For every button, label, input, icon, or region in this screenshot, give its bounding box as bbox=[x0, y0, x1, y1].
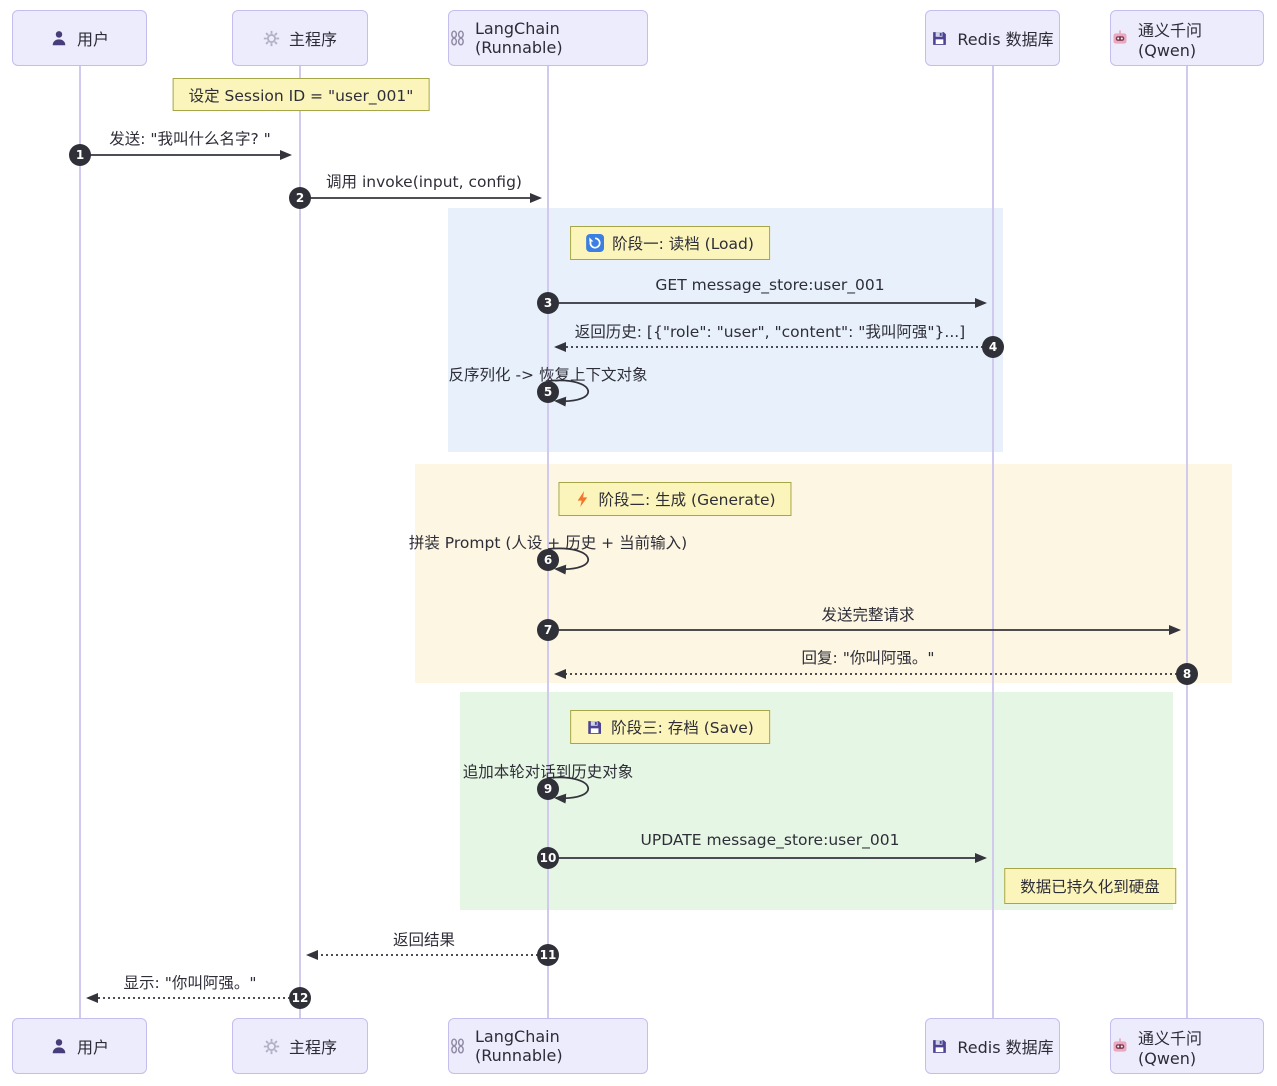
gear-icon bbox=[263, 30, 280, 47]
participant-label: 通义千问 (Qwen) bbox=[1138, 20, 1203, 60]
participant-label: 主程序 bbox=[288, 1038, 337, 1057]
participant-label: LangChain (Runnable) bbox=[475, 19, 563, 57]
lifeline-main bbox=[299, 66, 301, 1018]
gear-icon bbox=[263, 1038, 280, 1055]
participant-label: 通义千问 (Qwen) bbox=[1138, 1028, 1203, 1068]
save-icon bbox=[586, 719, 603, 736]
session-note: 设定 Session ID = "user_001" bbox=[172, 78, 430, 111]
sequence-badge-4: 4 bbox=[982, 336, 1004, 358]
persisted-note-label: 数据已持久化到硬盘 bbox=[1020, 878, 1160, 896]
sequence-badge-11: 11 bbox=[537, 944, 559, 966]
refresh-icon bbox=[586, 234, 605, 252]
phase2-background bbox=[415, 464, 1232, 683]
persisted-note: 数据已持久化到硬盘 bbox=[1004, 868, 1176, 904]
message-label-11: 返回结果 bbox=[392, 931, 456, 949]
message-label-5: 反序列化 -> 恢复上下文对象 bbox=[448, 366, 648, 384]
phase1-note-label: 阶段一: 读档 (Load) bbox=[612, 235, 754, 253]
chain-icon bbox=[449, 29, 466, 47]
participant-label: LangChain (Runnable) bbox=[475, 1027, 563, 1065]
phase3-note: 阶段三: 存档 (Save) bbox=[570, 710, 770, 744]
lightning-icon bbox=[574, 490, 590, 508]
message-label-10: UPDATE message_store:user_001 bbox=[640, 831, 900, 849]
participant-user-top: 用户 bbox=[12, 10, 147, 66]
sequence-badge-12: 12 bbox=[289, 987, 311, 1009]
floppy-icon bbox=[931, 30, 948, 47]
robot-icon bbox=[1111, 1037, 1129, 1055]
sequence-badge-3: 3 bbox=[537, 292, 559, 314]
session-note-label: 设定 Session ID = "user_001" bbox=[188, 86, 414, 105]
sequence-badge-5: 5 bbox=[537, 381, 559, 403]
participant-user-bottom: 用户 bbox=[12, 1018, 147, 1074]
phase1-note: 阶段一: 读档 (Load) bbox=[570, 226, 770, 260]
message-label-3: GET message_store:user_001 bbox=[655, 276, 885, 294]
phase2-note: 阶段二: 生成 (Generate) bbox=[558, 482, 792, 516]
message-label-1: 发送: "我叫什么名字? " bbox=[109, 130, 271, 148]
participant-qwen-bottom: 通义千问 (Qwen) bbox=[1110, 1018, 1264, 1074]
participant-redis-bottom: Redis 数据库 bbox=[925, 1018, 1060, 1074]
message-label-8: 回复: "你叫阿强。" bbox=[801, 649, 935, 667]
lifeline-user bbox=[79, 66, 81, 1018]
participant-langchain-bottom: LangChain (Runnable) bbox=[448, 1018, 648, 1074]
participant-label: 主程序 bbox=[288, 30, 337, 49]
message-label-9: 追加本轮对话到历史对象 bbox=[462, 763, 634, 781]
participant-main-bottom: 主程序 bbox=[232, 1018, 368, 1074]
sequence-badge-10: 10 bbox=[537, 847, 559, 869]
lifeline-qwen bbox=[1186, 66, 1188, 1018]
message-label-2: 调用 invoke(input, config) bbox=[326, 173, 522, 191]
lifeline-langchain bbox=[547, 66, 549, 1018]
participant-redis-top: Redis 数据库 bbox=[925, 10, 1060, 66]
chain-icon bbox=[449, 1037, 466, 1055]
participant-langchain-top: LangChain (Runnable) bbox=[448, 10, 648, 66]
message-label-12: 显示: "你叫阿强。" bbox=[123, 974, 257, 992]
participant-qwen-top: 通义千问 (Qwen) bbox=[1110, 10, 1264, 66]
sequence-badge-2: 2 bbox=[289, 187, 311, 209]
lifeline-redis bbox=[992, 66, 994, 1018]
participant-label: 用户 bbox=[76, 1038, 109, 1057]
participant-label: Redis 数据库 bbox=[957, 1038, 1054, 1057]
robot-icon bbox=[1111, 29, 1129, 47]
sequence-badge-6: 6 bbox=[537, 549, 559, 571]
phase3-note-label: 阶段三: 存档 (Save) bbox=[611, 719, 754, 737]
sequence-badge-1: 1 bbox=[69, 144, 91, 166]
participant-label: Redis 数据库 bbox=[957, 30, 1054, 49]
user-icon bbox=[50, 29, 68, 47]
sequence-badge-9: 9 bbox=[537, 778, 559, 800]
message-label-4: 返回历史: [{"role": "user", "content": "我叫阿强… bbox=[574, 323, 966, 341]
floppy-icon bbox=[931, 1038, 948, 1055]
user-icon bbox=[50, 1037, 68, 1055]
participant-label: 用户 bbox=[76, 30, 109, 49]
message-label-7: 发送完整请求 bbox=[821, 606, 915, 624]
participant-main-top: 主程序 bbox=[232, 10, 368, 66]
sequence-badge-7: 7 bbox=[537, 619, 559, 641]
sequence-badge-8: 8 bbox=[1176, 663, 1198, 685]
message-label-6: 拼装 Prompt (人设 + 历史 + 当前输入) bbox=[408, 534, 688, 552]
phase2-note-label: 阶段二: 生成 (Generate) bbox=[598, 491, 776, 509]
